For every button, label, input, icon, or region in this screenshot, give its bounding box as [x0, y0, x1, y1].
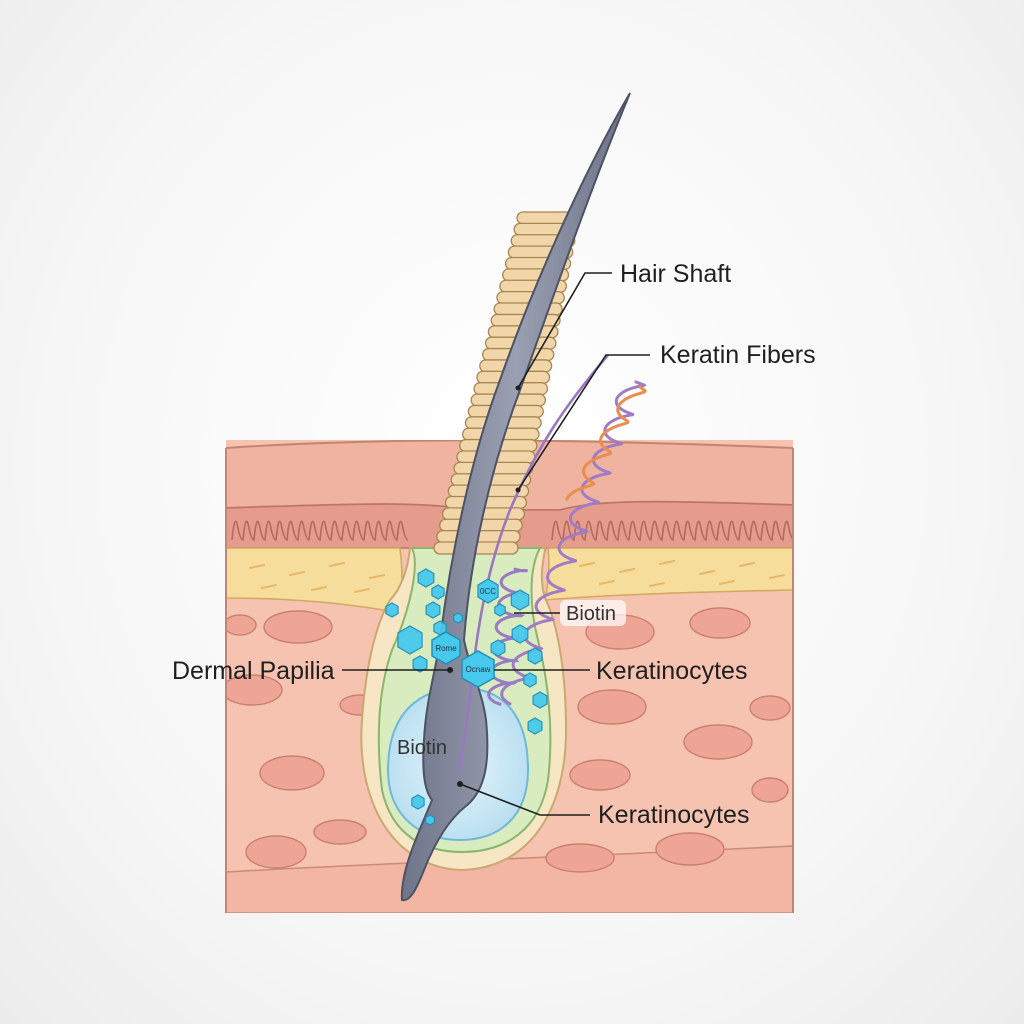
biotin-hexagon	[494, 603, 506, 617]
dermal-cell	[259, 755, 325, 791]
fat-dash	[719, 580, 735, 585]
biotin-tagged-hex-3	[477, 578, 499, 604]
leader-hair-shaft	[517, 272, 612, 389]
leader-dot-keratinocytes-lower	[457, 781, 463, 787]
fat-dash	[579, 562, 595, 567]
dermal-cell	[226, 614, 257, 636]
dermal-cell	[545, 843, 615, 873]
biotin-hexagon	[511, 624, 529, 644]
dermal-cell	[245, 835, 307, 869]
fat-dash	[249, 564, 265, 569]
biotin-hexagon	[510, 589, 530, 611]
leader-dot-keratin-fibers	[515, 487, 521, 493]
leader-keratin-fibers	[517, 354, 650, 491]
leader-dot-hair-shaft	[515, 385, 521, 391]
label-dermal-papilla: Dermal Papilia	[172, 657, 335, 685]
dermal-cell	[569, 759, 631, 791]
biotin-tagged-hex-1	[431, 631, 461, 665]
biotin-hexagon	[527, 647, 543, 665]
fat-dash	[369, 574, 385, 579]
dermal-cell	[577, 689, 647, 725]
label-keratinocytes-lower: Keratinocytes	[598, 801, 749, 829]
dermal-cell	[655, 832, 725, 866]
fat-dash	[354, 588, 370, 593]
biotin-molecule-tags: Rome Ocnaw 0CC	[431, 578, 499, 688]
biotin-hexagon	[385, 602, 399, 618]
biotin-hexagon	[425, 814, 435, 826]
dermal-cell	[226, 674, 283, 706]
fat-dash	[261, 584, 277, 589]
biotin-hexagon	[431, 584, 445, 600]
fat-texture	[249, 560, 785, 593]
dermal-cell	[749, 695, 791, 721]
label-biotin-upper-bg	[560, 600, 626, 626]
keratin-fiber-long-strand	[456, 354, 609, 776]
biotin-tagged-hex-2	[461, 650, 495, 688]
leader-lines	[342, 272, 650, 816]
molecule-tag-3: 0CC	[480, 587, 496, 596]
biotin-hexagon	[453, 612, 463, 624]
leader-dot-dermal-papilla	[447, 667, 453, 673]
dermal-ridges	[231, 520, 793, 541]
biotin-hexagon	[411, 794, 425, 810]
biotin-hexagon	[490, 639, 506, 657]
dermal-cell	[683, 724, 753, 760]
biotin-hexagon	[397, 625, 423, 655]
biotin-hexagon	[417, 568, 435, 588]
fat-dash	[311, 586, 327, 591]
fat-dash	[659, 560, 675, 565]
fat-dash	[699, 570, 715, 575]
fat-dash	[649, 582, 665, 587]
keratin-fiber-purple-inner	[487, 567, 528, 706]
fat-dash	[289, 571, 305, 576]
leader-keratinocytes-lower	[459, 783, 590, 816]
keratin-fiber-orange	[565, 385, 647, 501]
labels: Hair Shaft Keratin Fibers Biotin Dermal …	[172, 260, 816, 829]
hair-shaft	[400, 92, 631, 902]
molecule-tag-2: Ocnaw	[466, 665, 491, 674]
label-keratin-fibers: Keratin Fibers	[660, 341, 816, 369]
fat-dash	[619, 568, 635, 573]
dermal-cells	[226, 607, 791, 873]
biotin-hexagon	[532, 691, 548, 709]
label-biotin-lower: Biotin	[397, 737, 447, 759]
biotin-hexagon	[523, 672, 537, 688]
fat-dash	[329, 562, 345, 567]
dermal-cell	[689, 607, 751, 639]
label-hair-shaft: Hair Shaft	[620, 260, 731, 288]
biotin-hexagon	[527, 717, 543, 735]
fat-dash	[599, 580, 615, 585]
biotin-hexagon	[412, 655, 428, 673]
hypodermis-band	[226, 845, 793, 913]
fat-dash	[769, 574, 785, 579]
biotin-molecules	[385, 568, 548, 826]
dermal-cell	[313, 819, 367, 845]
molecule-tag-1: Rome	[435, 644, 457, 653]
dermal-cell	[751, 777, 789, 803]
fat-dash	[739, 562, 755, 567]
label-keratinocytes-upper: Keratinocytes	[596, 657, 747, 685]
biotin-hexagon	[425, 601, 441, 619]
label-biotin-upper: Biotin	[566, 603, 616, 625]
dermal-cell	[263, 610, 333, 644]
